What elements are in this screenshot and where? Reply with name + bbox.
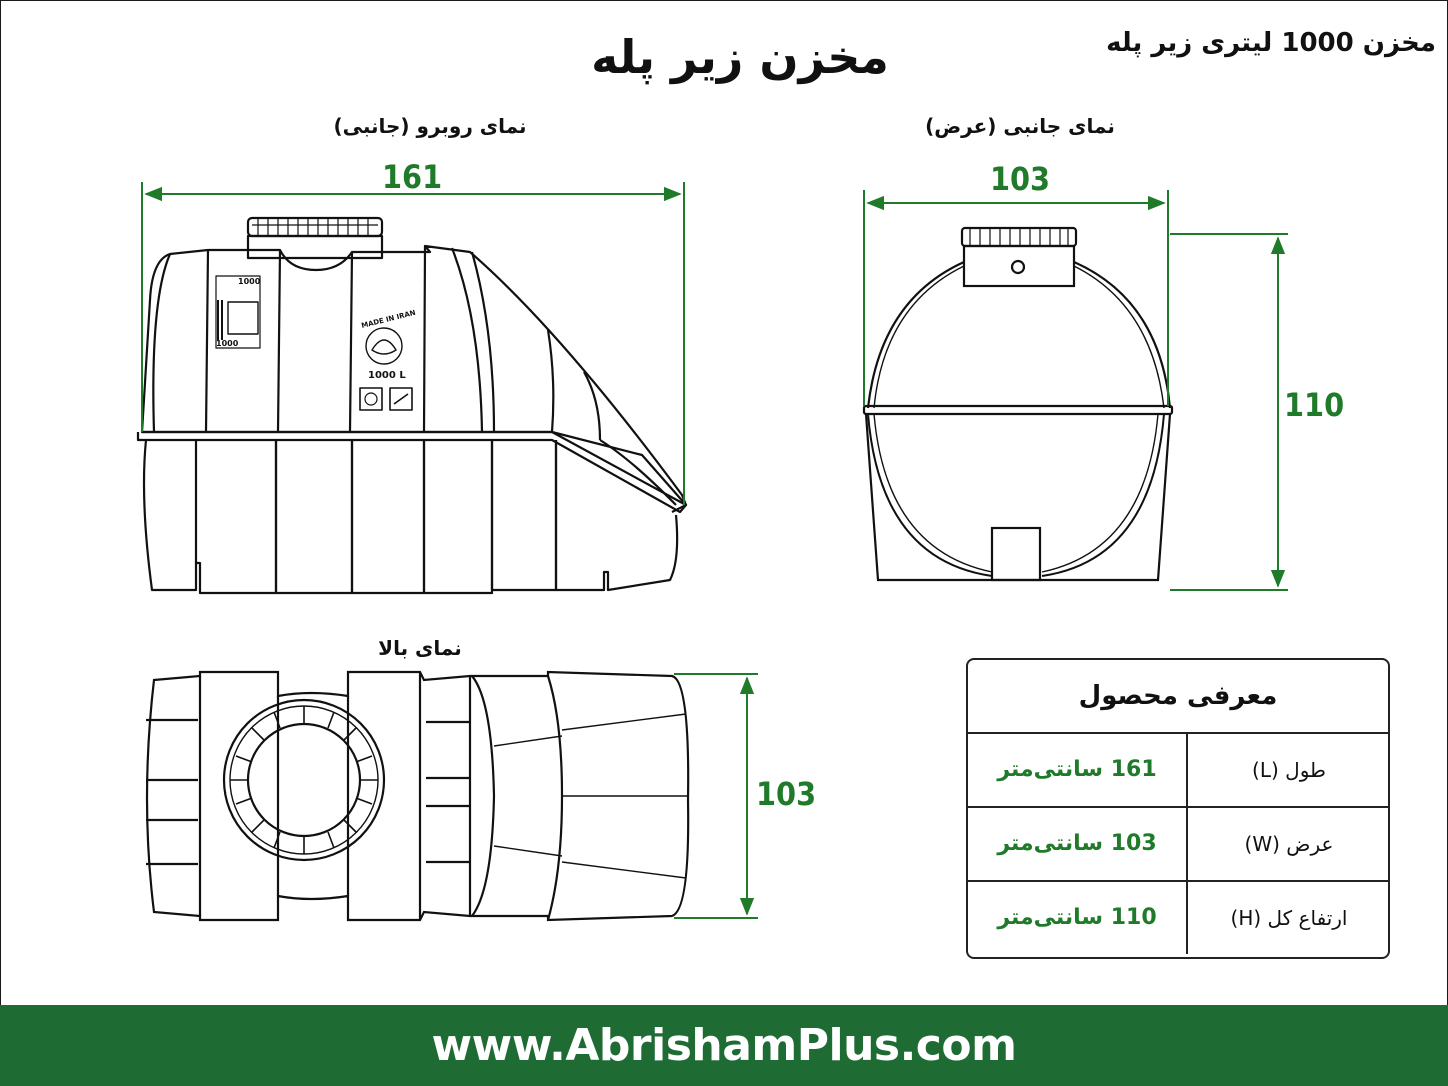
technical-drawings: 1000 1000 MADE IN IRAN 1000 L [136,182,1288,922]
capacity-text: 1000 L [368,370,406,381]
side-height-value: 110 [1284,386,1345,424]
front-neck [246,234,384,260]
top-view-label: نمای بالا [378,636,462,660]
table-row-height: 110 سانتی‌متر ارتفاع کل (H) [968,880,1388,954]
page-title: مخزن زیر پله [591,30,889,84]
made-in-text: MADE IN IRAN [361,309,417,330]
top-view-tank [145,670,690,922]
length-value: 161 سانتی‌متر [997,757,1157,782]
footer-bar: www.AbrishamPlus.com [0,1005,1448,1086]
side-width-value: 103 [989,160,1051,198]
front-badge-bottom: 1000 [216,339,239,348]
product-info-table: معرفی محصول 161 سانتی‌متر طول (L) 103 سا… [966,658,1390,959]
table-row-length: 161 سانتی‌متر طول (L) [968,732,1388,806]
height-label: ارتفاع کل (H) [1186,882,1390,954]
front-view-label: نمای روبرو (جانبی) [333,114,527,138]
front-badge-top: 1000 [238,277,261,286]
front-view-tank [136,216,688,595]
top-dimension-line [674,673,758,919]
side-dimension-lines [863,190,1288,591]
corner-title: مخزن 1000 لیتری زیر پله [1106,28,1436,58]
front-dimension-line [141,182,685,505]
product-table-title: معرفی محصول [1078,681,1278,711]
table-row-width: 103 سانتی‌متر عرض (W) [968,806,1388,880]
side-view-tank [862,226,1174,582]
width-label: عرض (W) [1186,808,1390,880]
length-label: طول (L) [1186,734,1390,806]
width-value: 103 سانتی‌متر [997,831,1157,856]
side-view-label: نمای جانبی (عرض) [925,114,1115,138]
top-width-value: 103 [756,775,817,813]
footer-url[interactable]: www.AbrishamPlus.com [431,1020,1017,1071]
height-value: 110 سانتی‌متر [997,905,1157,930]
